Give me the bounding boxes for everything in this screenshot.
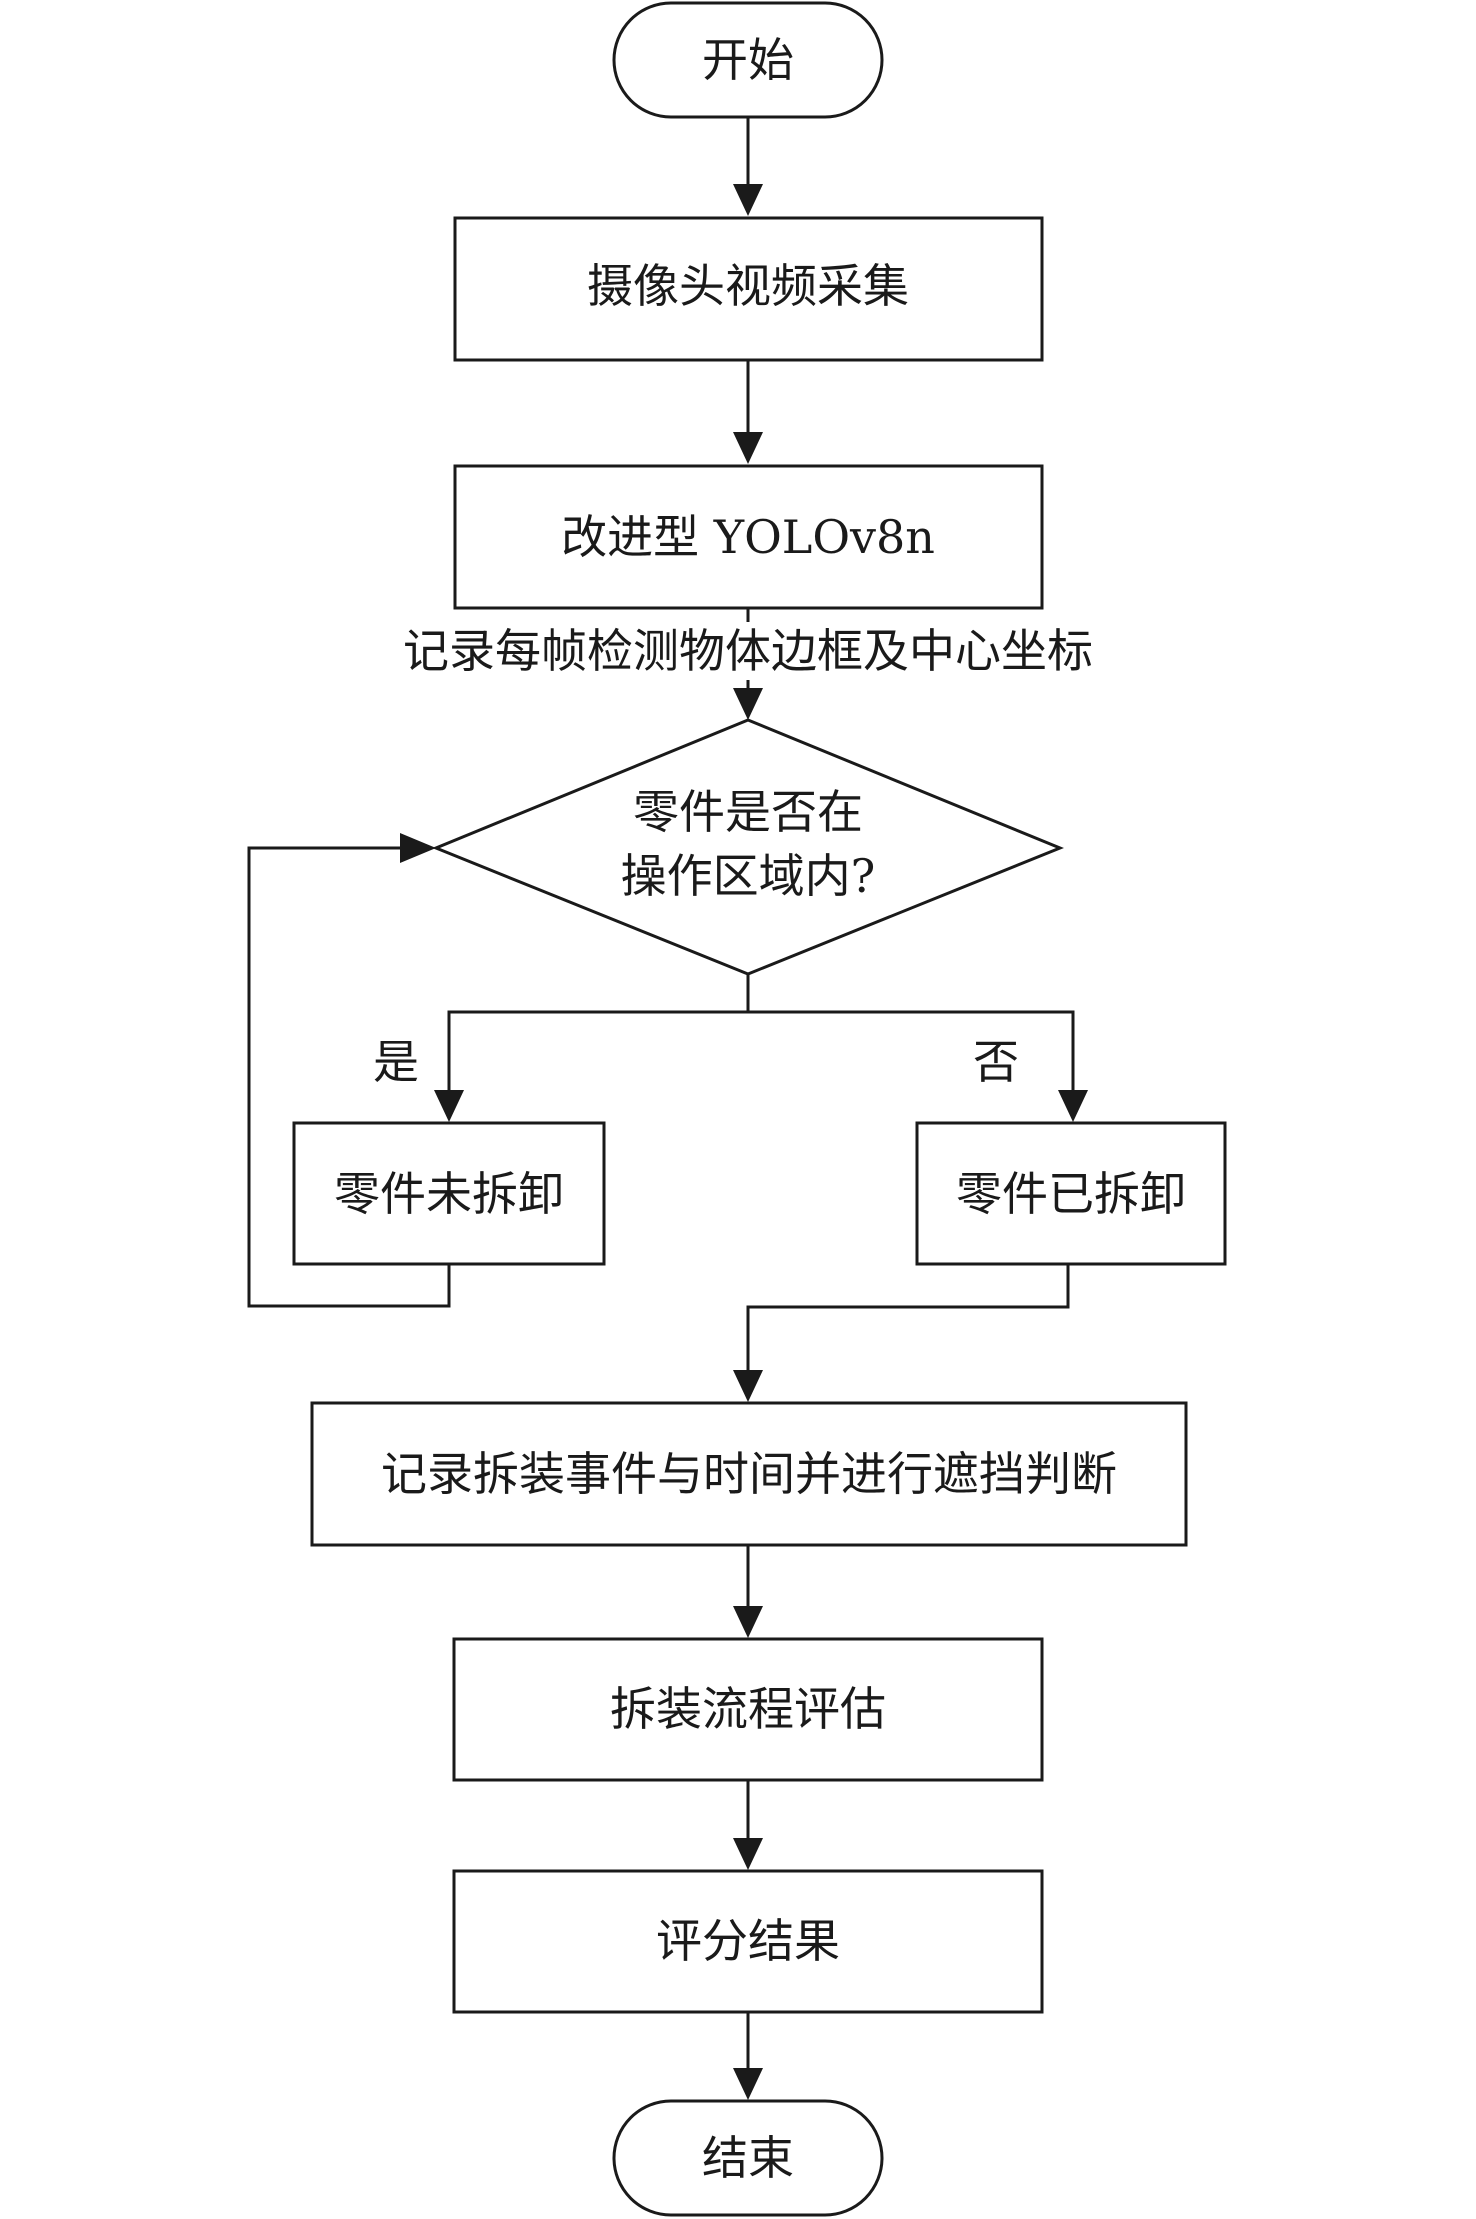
arrowhead-decision	[733, 688, 763, 720]
score-node: 评分结果	[452, 1869, 1044, 2014]
end-label: 结束	[702, 2131, 794, 2185]
removed-box	[915, 1121, 1227, 1266]
decision-line2: 操作区域内?	[621, 849, 876, 903]
loop-back-line	[247, 846, 451, 1308]
arrow-removed-to-record	[746, 1264, 1070, 1380]
yes-branch-label: 是	[373, 1035, 419, 1089]
record-event-node: 记录拆装事件与时间并进行遮挡判断	[310, 1401, 1188, 1547]
removed-label: 零件已拆卸	[956, 1167, 1186, 1221]
arrowhead-evaluate	[733, 1606, 763, 1638]
end-node: 结束	[612, 2099, 884, 2217]
removed-node: 零件已拆卸	[915, 1121, 1227, 1266]
model-box	[453, 464, 1044, 610]
arrowhead-loop	[400, 833, 436, 863]
arrowhead-end	[733, 2068, 763, 2100]
decision-line1: 零件是否在	[633, 785, 863, 839]
capture-box	[453, 216, 1044, 362]
not-removed-node: 零件未拆卸	[292, 1121, 606, 1266]
end-terminal	[612, 2099, 884, 2217]
arrowhead-removed	[1058, 1090, 1088, 1122]
arrowhead-model	[733, 432, 763, 464]
arrowhead-not-removed	[434, 1090, 464, 1122]
record-note-label: 记录每帧检测物体边框及中心坐标	[403, 624, 1093, 678]
evaluate-node: 拆装流程评估	[452, 1637, 1044, 1782]
no-branch-label: 否	[973, 1035, 1019, 1089]
branch-split	[447, 974, 750, 1100]
not-removed-label: 零件未拆卸	[334, 1167, 564, 1221]
decision-diamond	[432, 718, 1064, 976]
record-event-label: 记录拆装事件与时间并进行遮挡判断	[381, 1447, 1117, 1501]
record-note-backdrop	[330, 622, 1120, 680]
decision-node: 零件是否在 操作区域内?	[432, 718, 1064, 976]
branch-split-right	[748, 1010, 1075, 1100]
capture-node: 摄像头视频采集	[453, 216, 1044, 362]
start-node: 开始	[612, 1, 884, 119]
connectors	[247, 117, 1088, 2100]
arrowhead-capture	[733, 184, 763, 216]
score-label: 评分结果	[656, 1914, 840, 1968]
arrowhead-score	[733, 1838, 763, 1870]
evaluate-label: 拆装流程评估	[610, 1682, 886, 1736]
model-node: 改进型 YOLOv8n	[453, 464, 1044, 610]
evaluate-box	[452, 1637, 1044, 1782]
start-terminal	[612, 1, 884, 119]
not-removed-box	[292, 1121, 606, 1266]
model-label: 改进型 YOLOv8n	[561, 510, 935, 564]
record-event-box	[310, 1401, 1188, 1547]
start-label: 开始	[702, 33, 794, 87]
arrowhead-record	[733, 1370, 763, 1402]
capture-label: 摄像头视频采集	[587, 259, 909, 313]
score-box	[452, 1869, 1044, 2014]
